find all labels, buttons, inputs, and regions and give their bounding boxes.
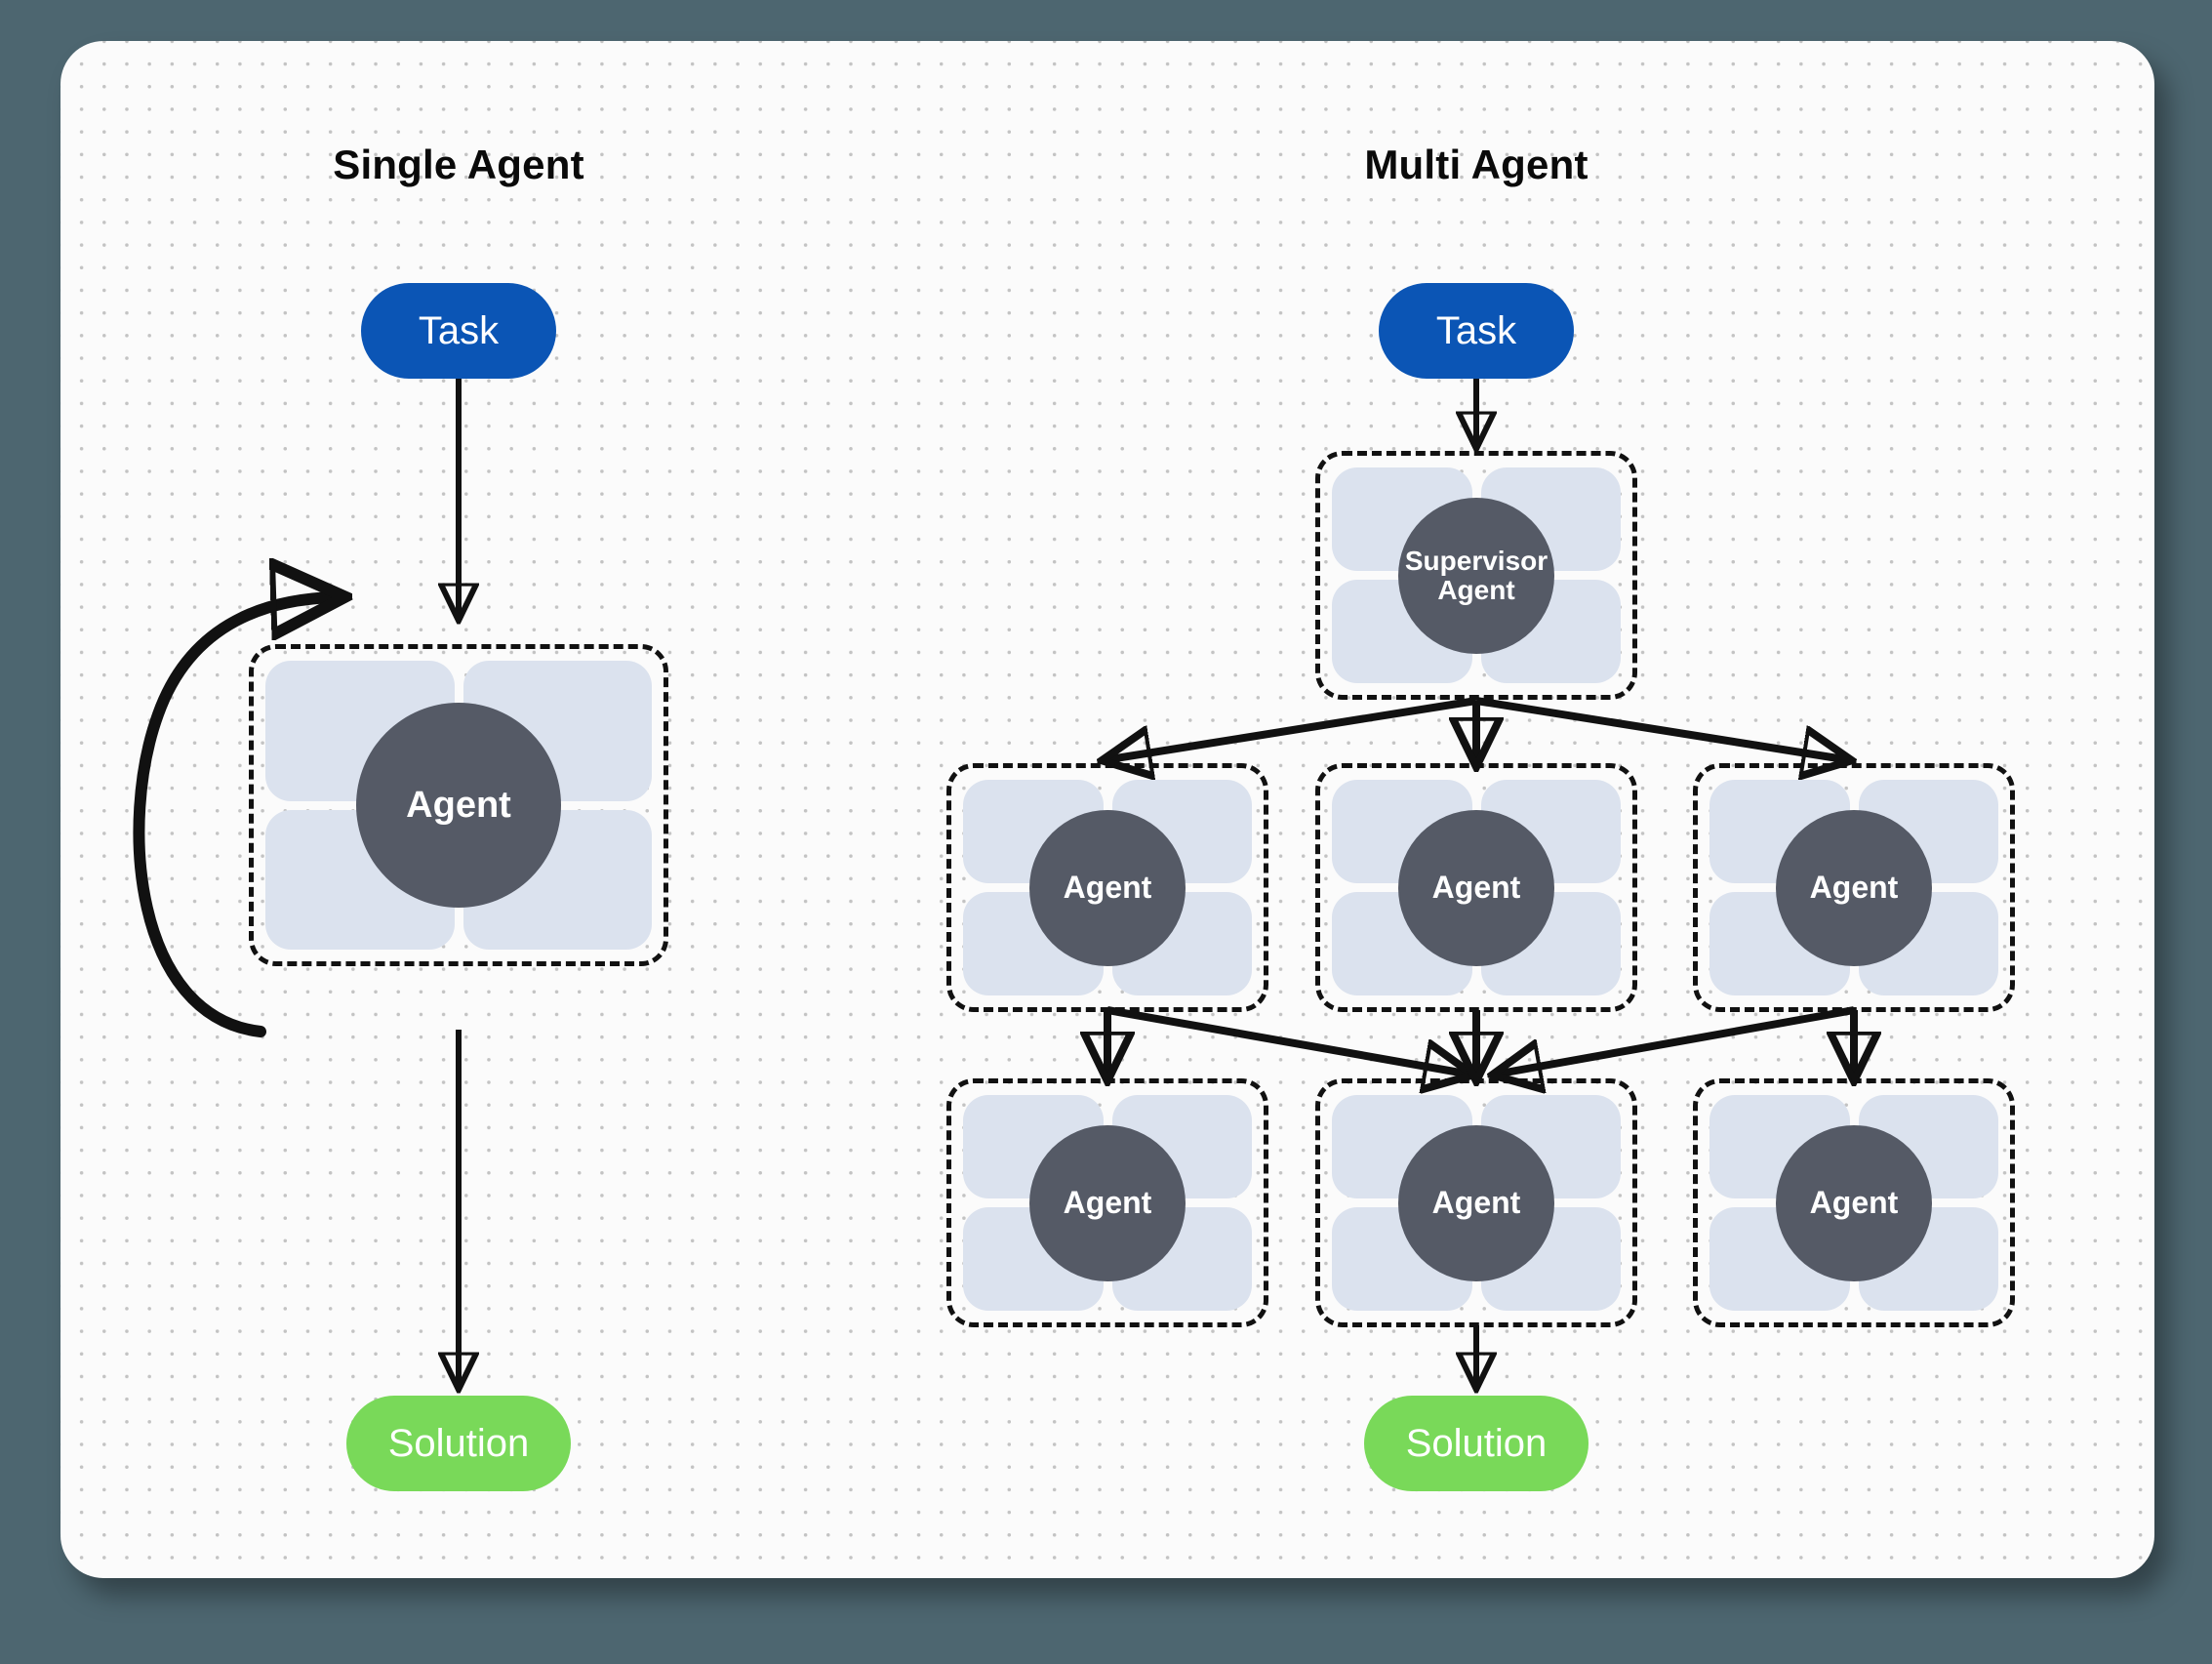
agent-node-bot-left[interactable]: Agent [946, 1078, 1268, 1327]
supervisor-agent-node[interactable]: Supervisor Agent [1315, 451, 1637, 700]
single-agent-core: Agent [356, 703, 561, 908]
agent-label: Agent [1063, 869, 1152, 905]
single-task-label: Task [418, 308, 500, 352]
agent-label: Agent [1809, 869, 1899, 905]
agent-core: Agent [1398, 1124, 1554, 1281]
multi-task-pill[interactable]: Task [1379, 283, 1574, 379]
single-solution-pill[interactable]: Solution [346, 1396, 571, 1491]
multi-solution-pill[interactable]: Solution [1364, 1396, 1589, 1491]
diagram-card: Single Agent Task Agent Solution Multi A… [60, 41, 2154, 1578]
supervisor-agent-core: Supervisor Agent [1398, 497, 1554, 654]
column-title-single-agent: Single Agent [333, 142, 584, 187]
agent-core: Agent [1029, 809, 1186, 966]
agent-label: Agent [1809, 1184, 1899, 1220]
agent-node-bot-center[interactable]: Agent [1315, 1078, 1637, 1327]
agent-core: Agent [1776, 809, 1932, 966]
supervisor-agent-label: Supervisor Agent [1404, 545, 1548, 605]
agent-label: Agent [1431, 869, 1521, 905]
multi-solution-label: Solution [1405, 1421, 1548, 1465]
single-agent-node[interactable]: Agent [249, 644, 668, 966]
multi-task-label: Task [1435, 308, 1517, 352]
agent-node-mid-left[interactable]: Agent [946, 763, 1268, 1012]
agent-node-mid-center[interactable]: Agent [1315, 763, 1637, 1012]
single-solution-label: Solution [387, 1421, 530, 1465]
single-task-pill[interactable]: Task [361, 283, 556, 379]
agent-core: Agent [1398, 809, 1554, 966]
agent-core: Agent [1029, 1124, 1186, 1281]
agent-node-mid-right[interactable]: Agent [1693, 763, 2015, 1012]
agent-core: Agent [1776, 1124, 1932, 1281]
agent-node-bot-right[interactable]: Agent [1693, 1078, 2015, 1327]
agent-label: Agent [1431, 1184, 1521, 1220]
single-agent-label: Agent [406, 784, 511, 826]
agent-label: Agent [1063, 1184, 1152, 1220]
column-title-multi-agent: Multi Agent [1364, 142, 1589, 187]
